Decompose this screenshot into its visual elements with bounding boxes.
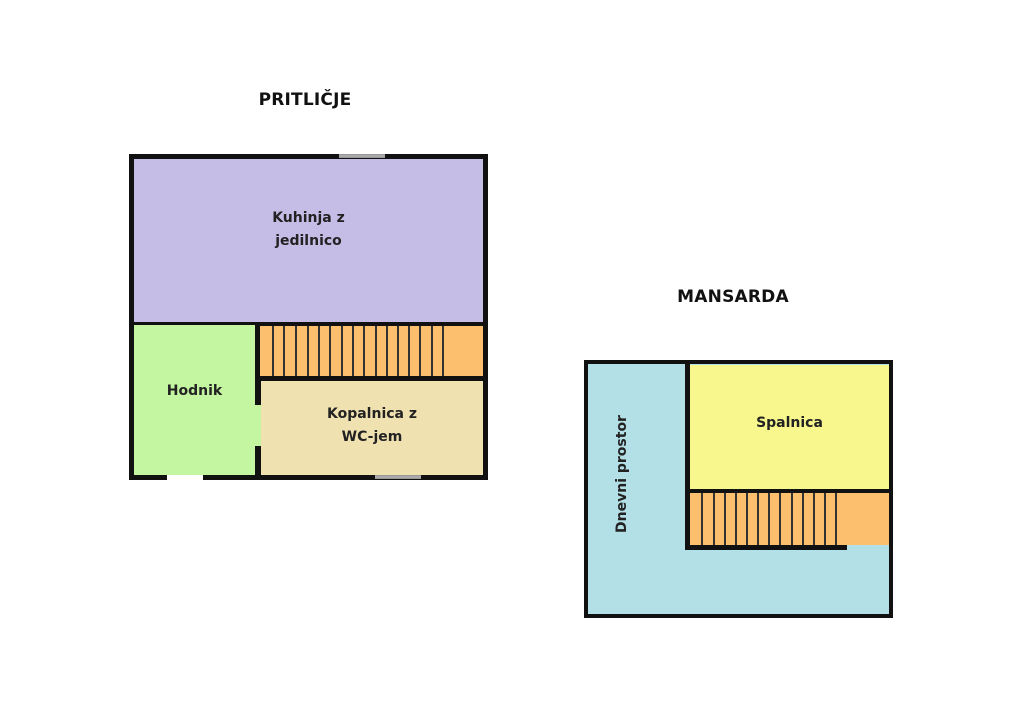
room-label-bedroom: Spalnica (756, 415, 823, 431)
room-bathroom: Kopalnica z WC-jem (261, 381, 483, 475)
window (339, 154, 385, 158)
room-label-living: Dnevni prostor (614, 415, 630, 533)
room-label-bathroom-line2: WC-jem (341, 429, 403, 445)
wall (685, 545, 847, 550)
room-label-bathroom-line1: Kopalnica z (326, 406, 418, 422)
entrance-door (167, 475, 203, 480)
window (375, 475, 421, 479)
room-hall: Hodnik (134, 325, 255, 475)
ground-floor-title: PRITLIČJE (258, 90, 352, 110)
room-kitchen: Kuhinja z jedilnico (134, 159, 483, 322)
doorway (255, 405, 261, 446)
room-label-kitchen-line1: Kuhinja z (272, 210, 345, 226)
ground-floor-plan: Kuhinja z jedilnico Hodnik Kopalnica z W… (129, 154, 488, 480)
room-bedroom: Spalnica (690, 365, 889, 489)
staircase (260, 326, 483, 376)
attic-floor-title: MANSARDA (677, 287, 789, 307)
wall (685, 363, 690, 550)
attic-floor-plan: Dnevni prostor Spalnica (584, 360, 893, 618)
staircase (690, 493, 889, 545)
wall (685, 489, 889, 493)
room-label-hall: Hodnik (166, 383, 223, 399)
room-label-kitchen-line2: jedilnico (275, 233, 342, 249)
